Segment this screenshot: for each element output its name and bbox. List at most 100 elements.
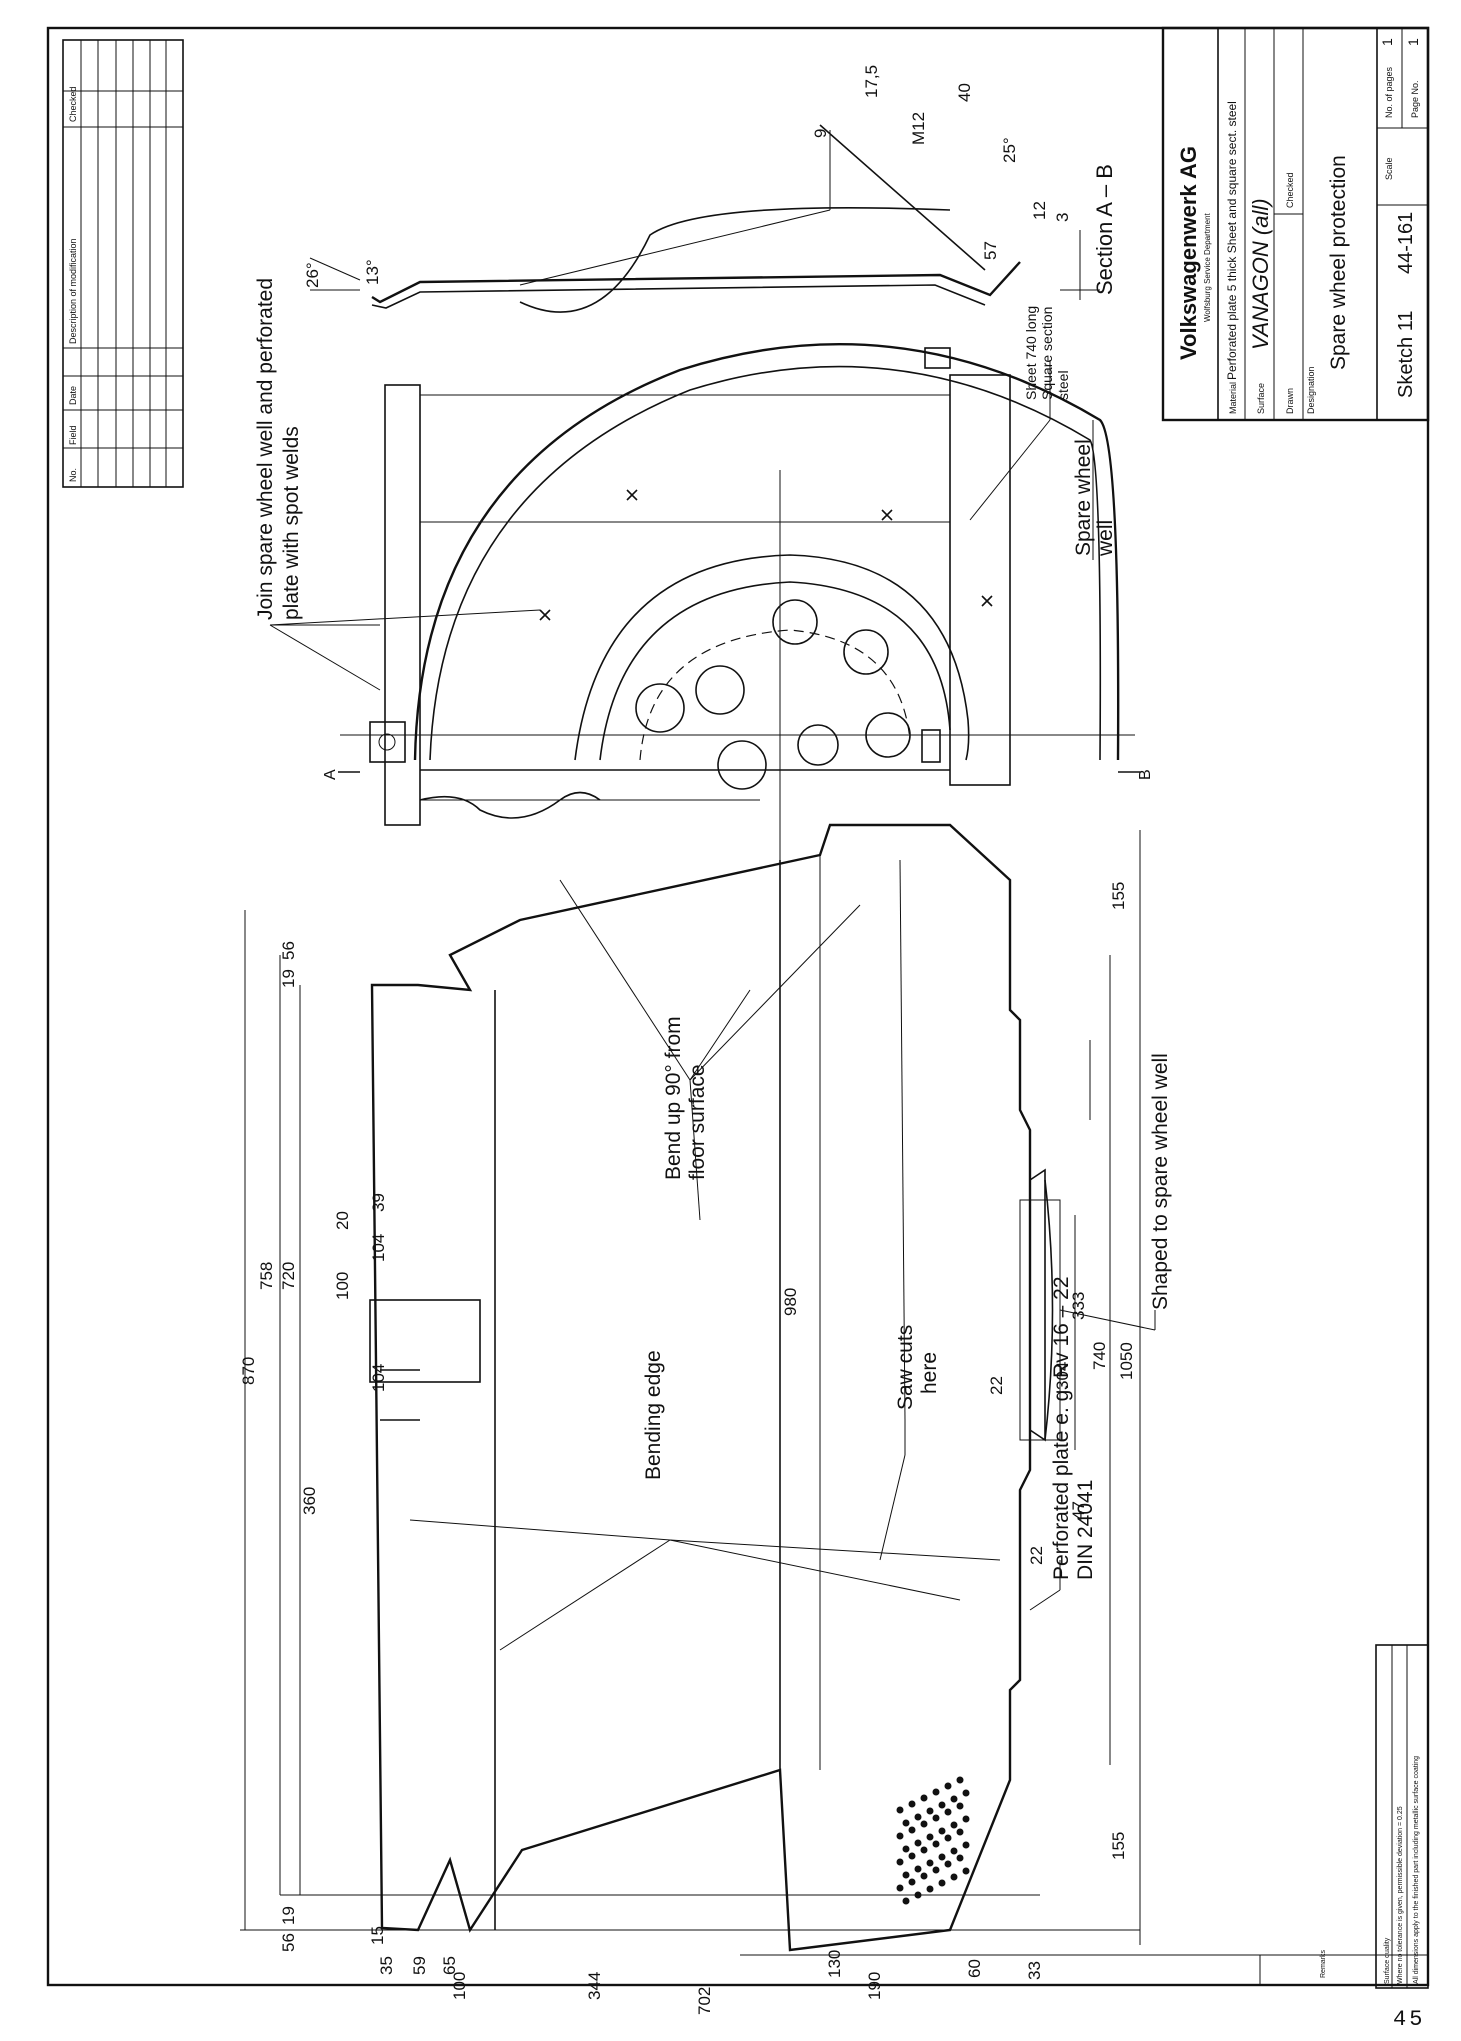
sec-dim-3: 3 — [1053, 213, 1072, 222]
notes-block: Surface quality Where no tolerance is gi… — [1375, 1644, 1429, 1989]
section-marker-b: B — [1137, 769, 1154, 780]
rev-header-description: Description of modification — [68, 238, 78, 344]
dim-155-bottom: 155 — [1109, 1832, 1128, 1860]
perforation-hole — [938, 1853, 946, 1861]
label-spare-2: well — [1094, 520, 1117, 557]
label-bend-1: Bend up 90° from — [662, 1016, 685, 1180]
dim-333: 333 — [1069, 1292, 1088, 1320]
dim-980: 980 — [781, 1288, 800, 1316]
dim-19-top: 19 — [279, 969, 298, 988]
sec-dim-26: 26° — [303, 262, 322, 288]
perforation-hole — [956, 1828, 964, 1836]
perforation-hole — [926, 1859, 934, 1867]
perforation-hole — [920, 1794, 928, 1802]
perforation-hole — [944, 1860, 952, 1868]
perforation-holes — [896, 1776, 970, 1905]
perforation-hole — [950, 1873, 958, 1881]
perforation-hole — [896, 1832, 904, 1840]
bolt-hole-5 — [843, 629, 889, 675]
dim-39: 39 — [369, 1193, 388, 1212]
sec-dim-57: 57 — [981, 241, 1000, 260]
sketch-id: Sketch 11 — [1395, 311, 1417, 398]
dim-344: 344 — [585, 1972, 604, 2000]
perforation-hole — [914, 1865, 922, 1873]
material-label: Material — [1228, 382, 1238, 414]
perforation-hole — [932, 1814, 940, 1822]
dim-702: 702 — [695, 1987, 714, 2015]
remarks-block: Remarks — [740, 1949, 1429, 1986]
label-shaped: Shaped to spare wheel well — [1149, 1053, 1172, 1310]
dim-59: 59 — [410, 1956, 429, 1975]
perforation-hole — [962, 1841, 970, 1849]
remarks-label: Remarks — [1320, 1949, 1327, 1978]
dim-100-top: 100 — [333, 1272, 352, 1300]
label-join-2: plate with spot welds — [280, 426, 303, 620]
perforation-hole — [908, 1852, 916, 1860]
sec-dim-12: 12 — [1030, 201, 1049, 220]
perforation-hole — [908, 1826, 916, 1834]
dim-130: 130 — [825, 1950, 844, 1978]
perforation-hole — [932, 1866, 940, 1874]
sec-dim-13: 13° — [363, 259, 382, 285]
surface-quality-note: Surface quality — [1384, 1937, 1391, 1984]
perforation-hole — [908, 1878, 916, 1886]
dim-190: 190 — [865, 1972, 884, 2000]
perforation-hole — [950, 1847, 958, 1855]
sec-dim-m12: M12 — [909, 112, 928, 145]
perforation-hole — [926, 1885, 934, 1893]
perforation-hole — [902, 1845, 910, 1853]
dim-33: 33 — [1025, 1961, 1044, 1980]
perforation-hole — [950, 1821, 958, 1829]
dim-60: 60 — [965, 1959, 984, 1978]
sec-dim-40: 40 — [955, 83, 974, 102]
dim-22-lower: 22 — [1027, 1546, 1046, 1565]
drawing-number: 44-161 — [1395, 212, 1417, 274]
label-saw-1: Saw cuts — [894, 1325, 917, 1410]
scale-label: Scale — [1384, 157, 1394, 180]
page-number: 45 — [1393, 2007, 1426, 2032]
perforation-hole — [950, 1795, 958, 1803]
perforation-hole — [902, 1871, 910, 1879]
rev-header-checked: Checked — [68, 86, 78, 122]
perforation-hole — [956, 1854, 964, 1862]
perforation-hole — [938, 1827, 946, 1835]
dim-360: 360 — [300, 1487, 319, 1515]
rev-header-field: Field — [68, 425, 78, 445]
dim-870: 870 — [239, 1357, 258, 1385]
sec-dim-17-5: 17,5 — [862, 65, 881, 98]
dim-15: 15 — [368, 1926, 387, 1945]
rev-header-date: Date — [68, 386, 78, 405]
label-perforated-2: DIN 24041 — [1074, 1480, 1097, 1580]
perforation-hole — [956, 1802, 964, 1810]
title-block: Volkswagenwerk AG Wolfsburg Service Depa… — [1161, 26, 1430, 422]
dim-56-top: 56 — [279, 941, 298, 960]
dim-155-top: 155 — [1109, 882, 1128, 910]
perforation-hole — [896, 1884, 904, 1892]
dim-20: 20 — [333, 1211, 352, 1230]
perforation-hole — [962, 1867, 970, 1875]
dim-56-bottom: 56 — [279, 1933, 298, 1952]
perforation-hole — [944, 1834, 952, 1842]
coating-note: All dimensions apply to the finished par… — [1413, 1756, 1420, 1984]
perforation-hole — [920, 1872, 928, 1880]
wheel-well-outer-arc — [413, 343, 1120, 761]
perforation-hole — [962, 1789, 970, 1797]
pages-label: No. of pages — [1384, 66, 1394, 118]
label-bend-2: floor surface — [686, 1064, 709, 1180]
perforation-hole — [902, 1897, 910, 1905]
tolerance-note: Where no tolerance is given, permissible… — [1397, 1806, 1404, 1984]
perforation-hole — [938, 1879, 946, 1887]
label-bending-edge: Bending edge — [642, 1350, 665, 1480]
label-perforated-1: Perforated plate e. g. Rv 16 – 22 — [1050, 1276, 1073, 1580]
dim-19-bottom: 19 — [279, 1906, 298, 1925]
perforated-plate-side — [384, 384, 421, 826]
perforation-hole — [920, 1846, 928, 1854]
perforation-hole — [944, 1782, 952, 1790]
plate-outline — [370, 823, 1032, 1952]
dim-104-a: 104 — [369, 1234, 388, 1262]
perforation-hole — [908, 1800, 916, 1808]
dim-35: 35 — [377, 1956, 396, 1975]
dim-100-bottom: 100 — [450, 1972, 469, 2000]
surface-value: VANAGON (all) — [1248, 198, 1273, 350]
